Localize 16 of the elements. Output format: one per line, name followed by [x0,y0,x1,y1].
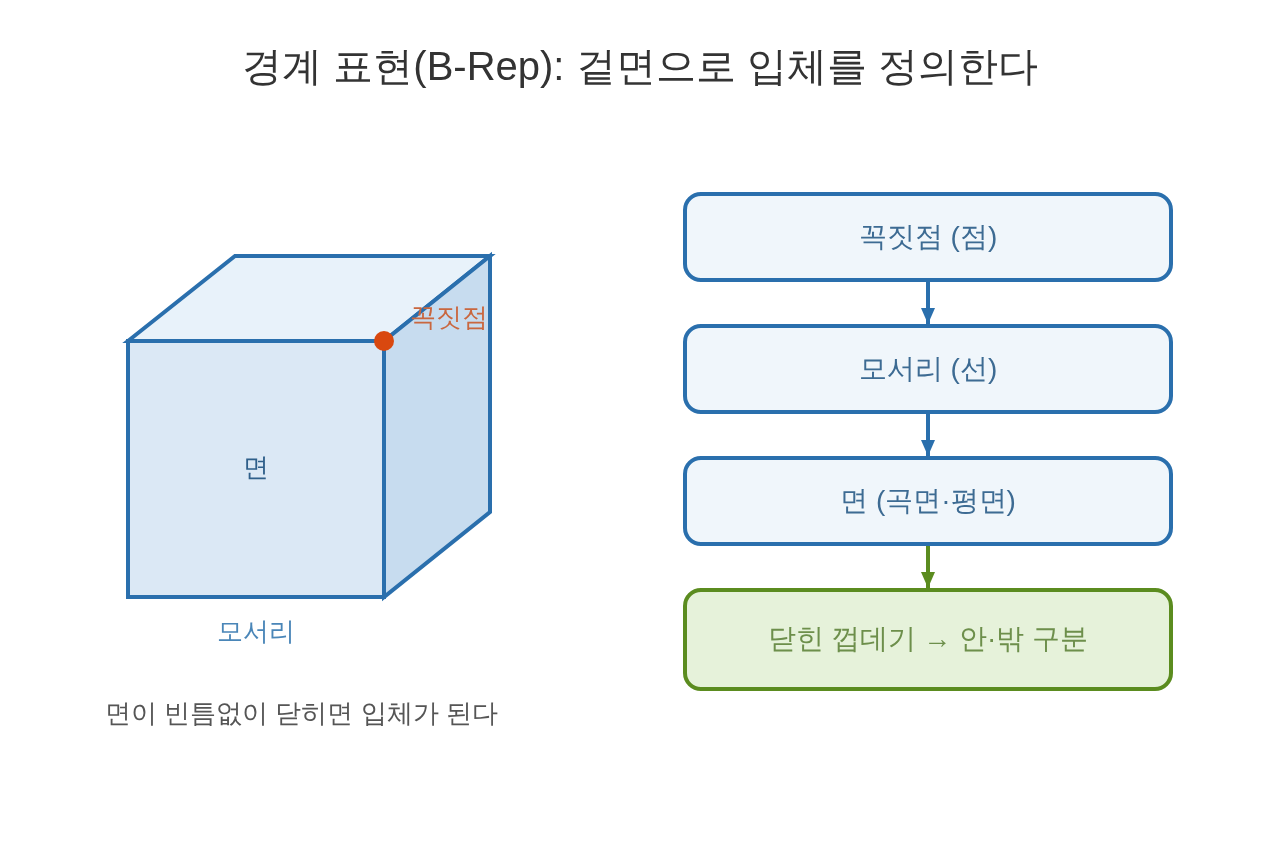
caption-text: 면이 빈틈없이 닫히면 입체가 된다 [105,699,498,729]
arrow [921,414,935,456]
arrow [921,282,935,324]
part-label: 꼭짓점 [410,303,488,333]
diagram-title: 경계 표현(B-Rep): 겉면으로 입체를 정의한다 [242,43,1038,89]
arrow [921,546,935,588]
box-label: 모서리 (선) [858,352,998,386]
process-box [683,192,1173,282]
part-label: 면 [243,453,269,483]
process-box [683,324,1173,414]
process-box [683,456,1173,546]
box-label: 면 (곡면·평면) [840,484,1016,518]
box-label: 꼭짓점 (점) [858,220,998,254]
part-label: 모서리 [217,617,295,647]
process-box [683,588,1173,691]
box-label: 닫힌 껍데기 → 안·밖 구분 [767,623,1089,656]
